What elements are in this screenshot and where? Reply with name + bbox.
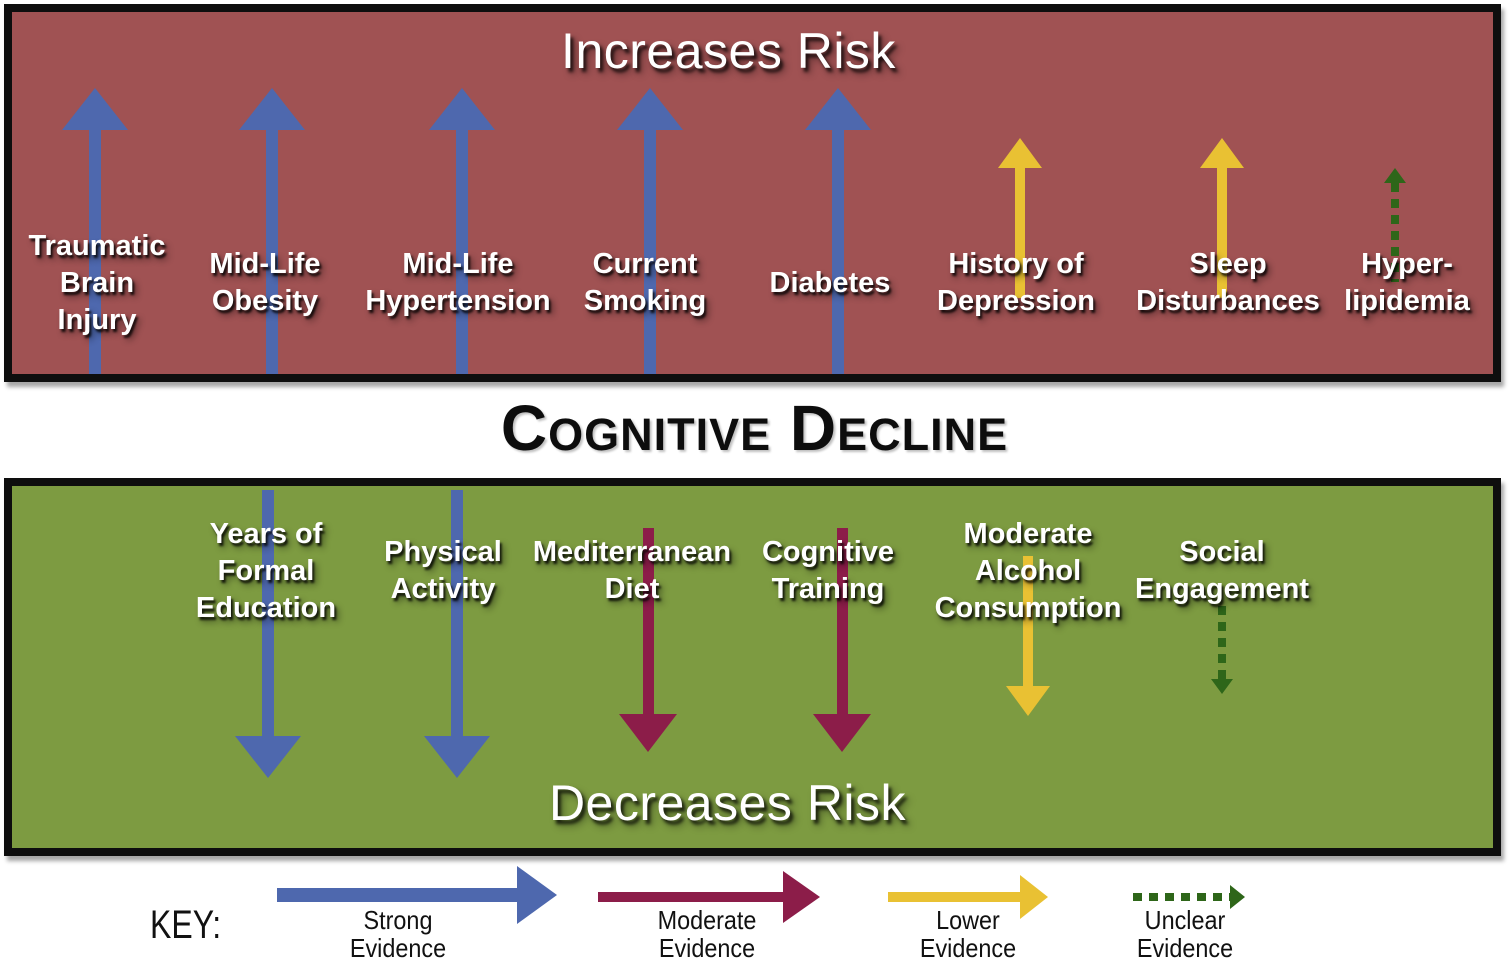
arrow-stem: [1218, 606, 1226, 679]
strong-evidence-down-arrow: [235, 490, 301, 778]
key-label: KEY:: [150, 903, 222, 947]
arrow-head: [239, 88, 305, 130]
arrow-stem: [277, 888, 517, 902]
arrow-stem: [1023, 556, 1033, 686]
strong-evidence-down-arrow: [424, 490, 490, 778]
moderate-evidence-down-arrow: [813, 528, 871, 752]
arrow-stem: [598, 892, 783, 902]
arrow-head: [619, 714, 677, 752]
arrow-stem: [266, 130, 278, 374]
unclear-evidence-down-arrow: [1211, 606, 1233, 694]
arrow-head: [617, 88, 683, 130]
arrow-head: [1020, 875, 1048, 919]
cognitive-decline-title: Cognitive Decline: [500, 392, 1009, 464]
arrow-head: [429, 88, 495, 130]
arrow-head: [998, 138, 1042, 168]
increases-risk-title: Increases Risk: [561, 23, 896, 79]
arrow-stem: [642, 528, 654, 714]
moderate-evidence-down-arrow: [619, 528, 677, 752]
arrow-stem: [888, 892, 1020, 902]
arrow-stem: [262, 490, 274, 736]
arrow-stem: [456, 130, 468, 374]
risk-factor-label: Diabetes: [769, 266, 891, 299]
arrow-stem: [836, 528, 848, 714]
arrow-head: [62, 88, 128, 130]
unclear-evidence-up-arrow: [1384, 168, 1406, 282]
lower-evidence-down-arrow: [1006, 556, 1050, 716]
arrow-stem: [832, 130, 844, 374]
strong-evidence-key-arrow: [277, 866, 557, 924]
arrow-stem: [1015, 168, 1025, 298]
strong-evidence-up-arrow: [805, 88, 871, 374]
arrow-stem: [89, 130, 101, 374]
arrow-stem: [1391, 183, 1399, 282]
moderate-evidence-key-arrow: [598, 871, 820, 923]
strong-evidence-up-arrow: [617, 88, 683, 374]
unclear-evidence-key-arrow: [1133, 885, 1245, 909]
strong-evidence-up-arrow: [239, 88, 305, 374]
arrow-head: [424, 736, 490, 778]
arrow-head: [805, 88, 871, 130]
arrow-head: [813, 714, 871, 752]
risk-factor-label: Hyper-lipidemia: [1344, 248, 1470, 317]
arrow-head: [1006, 686, 1050, 716]
decreases-risk-title: Decreases Risk: [548, 775, 907, 831]
arrow-head: [1211, 679, 1233, 694]
arrow-head: [517, 866, 557, 924]
arrow-head: [235, 736, 301, 778]
arrow-head: [1384, 168, 1406, 183]
arrow-stem: [644, 130, 656, 374]
arrow-head: [1200, 138, 1244, 168]
lower-evidence-key-arrow: [888, 875, 1048, 919]
lower-evidence-up-arrow: [998, 138, 1042, 298]
arrow-head: [1230, 885, 1245, 909]
arrow-stem: [1133, 893, 1230, 901]
arrow-stem: [451, 490, 463, 736]
strong-evidence-up-arrow: [62, 88, 128, 374]
arrow-head: [783, 871, 820, 923]
strong-evidence-up-arrow: [429, 88, 495, 374]
lower-evidence-up-arrow: [1200, 138, 1244, 298]
arrow-stem: [1217, 168, 1227, 298]
